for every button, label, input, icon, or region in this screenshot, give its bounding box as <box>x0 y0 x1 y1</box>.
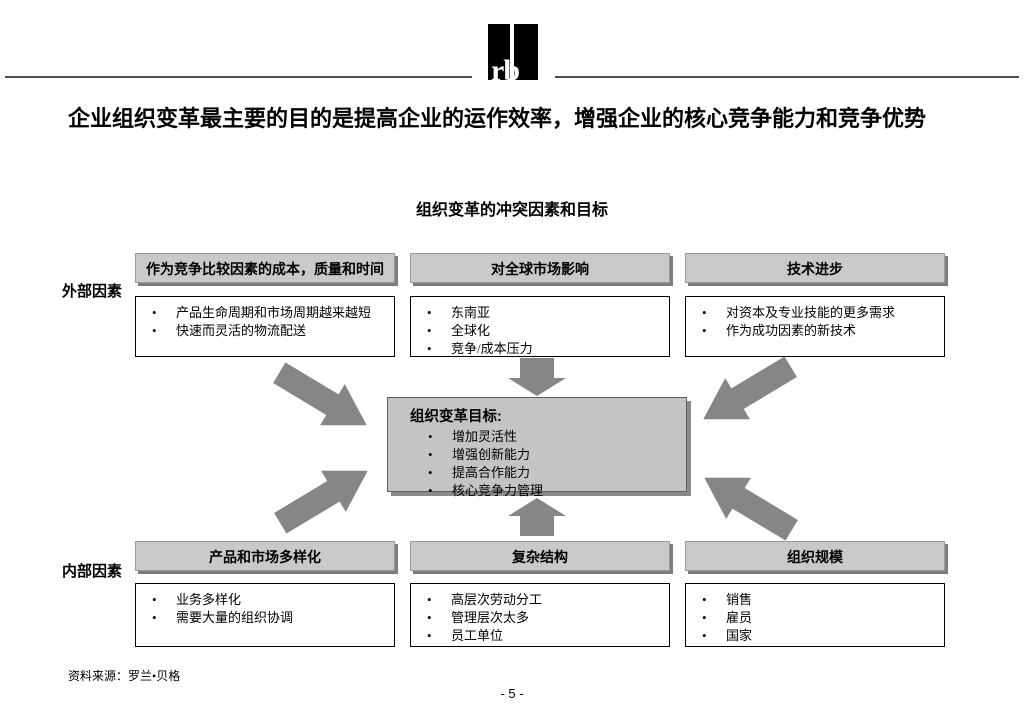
bullet-item: 作为成功因素的新技术 <box>700 322 940 340</box>
bullet-item: 业务多样化 <box>150 591 390 609</box>
factor-body-organization-scale: 销售雇员国家 <box>685 583 945 647</box>
factor-body-complex-structure: 高层次劳动分工管理层次太多员工单位 <box>410 583 670 647</box>
page-number: - 5 - <box>500 686 524 701</box>
bullet-item: 对资本及专业技能的更多需求 <box>700 304 940 322</box>
logo-block-left <box>488 24 510 80</box>
slide-title: 企业组织变革最主要的目的是提高企业的运作效率，增强企业的核心竞争能力和竞争优势 <box>68 106 927 131</box>
factor-header-product-market-diversity: 产品和市场多样化 <box>135 541 395 571</box>
factor-body-product-market-diversity: 业务多样化需要大量的组织协调 <box>135 583 395 647</box>
bullet-item: 国家 <box>700 627 940 645</box>
bullet-list: 产品生命周期和市场周期越来越短快速而灵活的物流配送 <box>136 304 394 340</box>
bullet-item: 东南亚 <box>425 304 665 322</box>
bullet-list: 对资本及专业技能的更多需求作为成功因素的新技术 <box>686 304 944 340</box>
bullet-item: 销售 <box>700 591 940 609</box>
factor-header-organization-scale: 组织规模 <box>685 541 945 571</box>
arrow-downleft-icon <box>703 356 797 420</box>
bullet-item: 全球化 <box>425 322 665 340</box>
arrow-upleft-icon <box>704 477 798 541</box>
bullet-item: 产品生命周期和市场周期越来越短 <box>150 304 390 322</box>
header-rule-left <box>5 76 472 78</box>
bullet-list: 高层次劳动分工管理层次太多员工单位 <box>411 591 669 645</box>
bullet-item: 雇员 <box>700 609 940 627</box>
bullet-list: 销售雇员国家 <box>686 591 944 645</box>
bullet-list: 东南亚全球化竞争/成本压力 <box>411 304 669 358</box>
arrow-up-icon <box>508 498 566 536</box>
goal-bullet-list: 增加灵活性增强创新能力提高合作能力核心竞争力管理 <box>410 428 686 500</box>
bullet-item: 需要大量的组织协调 <box>150 609 390 627</box>
arrow-upright-icon <box>274 470 368 534</box>
company-logo: rb <box>488 24 538 86</box>
factor-header-complex-structure: 复杂结构 <box>410 541 670 571</box>
factor-body-global-market: 东南亚全球化竞争/成本压力 <box>410 296 670 358</box>
bullet-item: 提高合作能力 <box>426 464 682 482</box>
factor-header-global-market: 对全球市场影响 <box>410 253 670 283</box>
bullet-item: 员工单位 <box>425 627 665 645</box>
header-rule-right <box>555 76 1019 78</box>
logo-letters: rb <box>491 54 520 87</box>
bullet-item: 增强创新能力 <box>426 446 682 464</box>
goal-box-title: 组织变革目标: <box>410 409 502 425</box>
factor-header-cost-quality-time: 作为竞争比较因素的成本，质量和时间 <box>135 253 395 283</box>
goal-box: 组织变革目标: 增加灵活性增强创新能力提高合作能力核心竞争力管理 <box>387 397 687 500</box>
bullet-list: 业务多样化需要大量的组织协调 <box>136 591 394 627</box>
logo-block-right <box>514 24 538 80</box>
arrow-down-icon <box>508 358 566 396</box>
label-external-factors: 外部因素 <box>62 283 123 300</box>
factor-header-technology: 技术进步 <box>685 253 945 283</box>
diagram-title: 组织变革的冲突因素和目标 <box>415 202 608 219</box>
label-internal-factors: 内部因素 <box>62 563 123 580</box>
source-note: 资料来源：罗兰•贝格 <box>68 669 181 683</box>
factor-body-cost-quality-time: 产品生命周期和市场周期越来越短快速而灵活的物流配送 <box>135 296 395 357</box>
bullet-item: 快速而灵活的物流配送 <box>150 322 390 340</box>
bullet-item: 管理层次太多 <box>425 609 665 627</box>
bullet-item: 高层次劳动分工 <box>425 591 665 609</box>
arrow-downright-icon <box>273 362 367 426</box>
factor-body-technology: 对资本及专业技能的更多需求作为成功因素的新技术 <box>685 296 945 357</box>
bullet-item: 核心竞争力管理 <box>426 482 682 500</box>
bullet-item: 增加灵活性 <box>426 428 682 446</box>
bullet-item: 竞争/成本压力 <box>425 340 665 358</box>
